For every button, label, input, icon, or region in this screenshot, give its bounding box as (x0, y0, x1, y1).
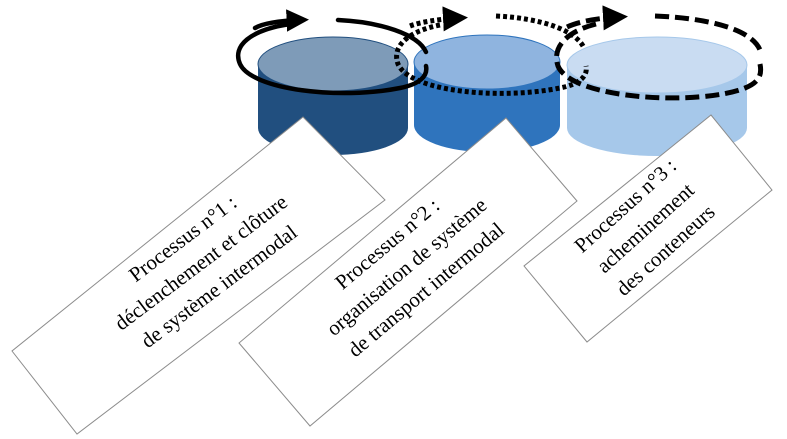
cycle-arrow-3-ring (554, 21, 764, 101)
tag-3-card (523, 114, 773, 343)
cycle-arrow-3-head-line (565, 5, 628, 31)
tag-2-card (238, 117, 578, 427)
cylinder-3-top (566, 36, 748, 94)
cycle-arrow-2-tail (495, 13, 587, 50)
cylinder-1-top (257, 36, 409, 92)
cycle-arrow-2-head-line (409, 6, 468, 32)
cycle-arrow-3-tail (654, 13, 763, 52)
cycle-arrow-1-head-line (252, 9, 309, 32)
tag-1-card (11, 116, 386, 435)
cylinder-process-2 (413, 34, 561, 152)
cycle-arrow-3 (554, 5, 764, 101)
cycle-arrow-1-ring (236, 21, 429, 96)
cylinder-2-top (413, 34, 561, 90)
cycle-arrow-1-tail (335, 17, 429, 55)
tag-process-2: Processus n°2 : organisation de système … (238, 117, 578, 427)
cycle-arrow-1 (236, 9, 429, 96)
